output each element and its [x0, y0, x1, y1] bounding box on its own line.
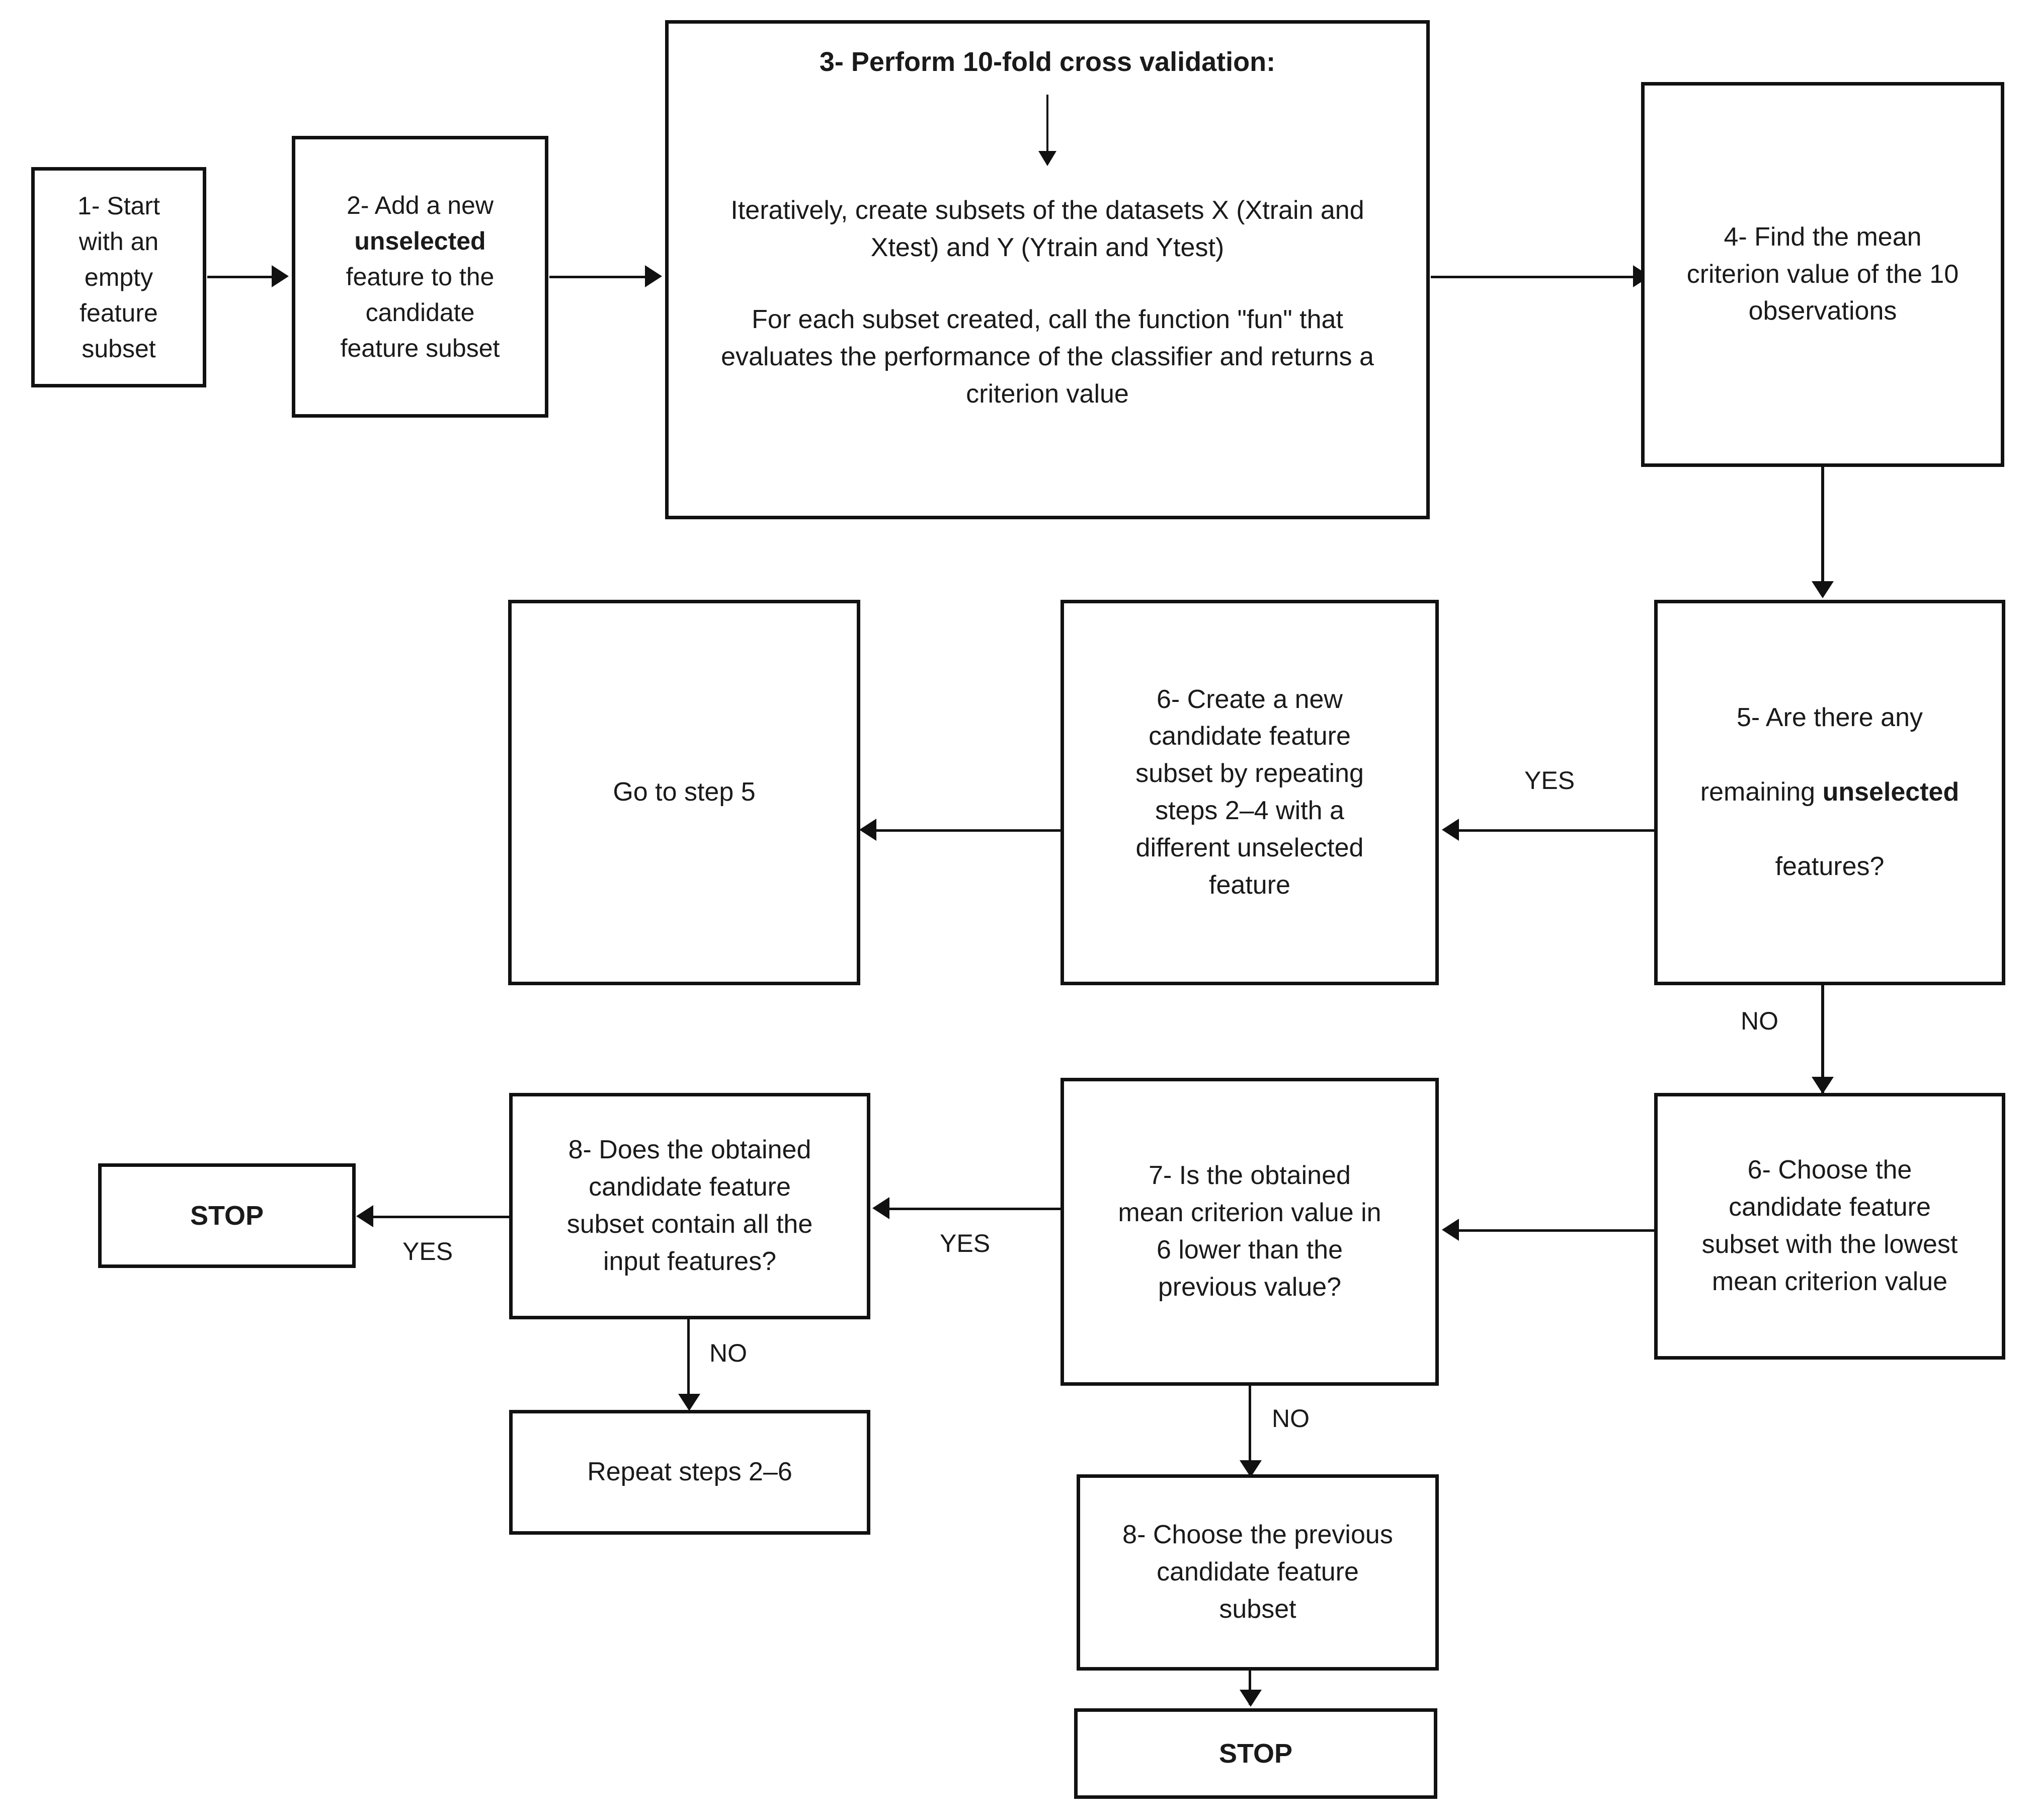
node-goto-step-5-label: Go to step 5	[613, 777, 756, 807]
node-step-5-line1: 5- Are there any	[1737, 703, 1923, 733]
node-step-2-line2: unselected	[354, 226, 486, 255]
node-step-5-line2-wrap: remaining unselected	[1700, 737, 1959, 811]
node-repeat-steps-label: Repeat steps 2–6	[587, 1457, 792, 1487]
node-step-7-compare-value[interactable]: 7- Is the obtained mean criterion value …	[1061, 1078, 1439, 1386]
connector-2-to-3	[549, 276, 645, 278]
edge-label-no-8-to-repeat: NO	[709, 1339, 747, 1367]
edge-label-no-5-to-6choose: NO	[1741, 1007, 1778, 1035]
arrowhead-5-to-6create	[1442, 819, 1459, 841]
node-step-8-choose-previous[interactable]: 8- Choose the previous candidate feature…	[1077, 1474, 1439, 1671]
connector-7-to-8choose	[1249, 1386, 1251, 1474]
node-repeat-steps[interactable]: Repeat steps 2–6	[509, 1410, 870, 1535]
connector-6choose-to-7	[1459, 1229, 1656, 1232]
connector-8-to-stop	[373, 1216, 511, 1218]
arrowhead-8choose-to-stop-bottom	[1240, 1690, 1262, 1707]
arrowhead-6create-to-goto5	[859, 819, 876, 841]
node-step-3-cross-validation[interactable]: 3- Perform 10-fold cross validation: Ite…	[665, 20, 1430, 519]
node-step-2-line3: feature to the candidate feature subset	[340, 262, 500, 362]
connector-3-to-4	[1431, 276, 1637, 278]
node-step-2-line1: 2- Add a new	[347, 191, 494, 219]
node-step-3-header: 3- Perform 10-fold cross validation:	[819, 47, 1276, 77]
node-stop-bottom[interactable]: STOP	[1074, 1708, 1437, 1799]
connector-6create-to-goto5	[876, 829, 1063, 832]
connector-8-to-repeat	[687, 1319, 690, 1408]
connector-8choose-to-stop-bottom	[1249, 1671, 1251, 1705]
connector-5-to-6choose	[1821, 985, 1824, 1093]
connector-5-to-6create	[1459, 829, 1656, 832]
node-stop-left-label: STOP	[190, 1200, 264, 1231]
node-step-3-paragraph-2: For each subset created, call the functi…	[721, 305, 1374, 409]
arrowhead-7-to-8question	[872, 1197, 889, 1219]
inner-down-arrow-icon	[698, 94, 1397, 170]
arrowhead-8-to-stop	[356, 1205, 373, 1227]
edge-label-yes-8-to-stop: YES	[402, 1237, 453, 1265]
node-step-4-mean-criterion[interactable]: 4- Find the mean criterion value of the …	[1641, 82, 2004, 467]
arrowhead-6choose-to-7	[1442, 1219, 1459, 1241]
node-step-6-choose-label: 6- Choose the candidate feature subset w…	[1701, 1155, 1958, 1296]
node-step-4-label: 4- Find the mean criterion value of the …	[1686, 222, 1959, 326]
node-step-2-add-feature[interactable]: 2- Add a new unselected feature to the c…	[292, 136, 548, 418]
connector-4-to-5	[1821, 467, 1824, 583]
arrowhead-5-to-6choose	[1812, 1077, 1834, 1094]
node-step-5-line4: features?	[1775, 851, 1885, 881]
arrowhead-8-to-repeat	[678, 1394, 700, 1411]
arrowhead-1-to-2	[272, 265, 289, 287]
node-step-6-create-label: 6- Create a new candidate feature subset…	[1135, 684, 1364, 900]
edge-label-no-7-to-8choose: NO	[1272, 1404, 1310, 1433]
node-step-3-paragraph-1: Iteratively, create subsets of the datas…	[730, 195, 1364, 262]
connector-7-to-8question	[889, 1208, 1063, 1210]
node-step-8-question-label: 8- Does the obtained candidate feature s…	[566, 1135, 813, 1276]
node-step-5-line2: remaining	[1700, 777, 1823, 807]
node-stop-bottom-label: STOP	[1218, 1738, 1293, 1769]
node-step-8-contains-all[interactable]: 8- Does the obtained candidate feature s…	[509, 1093, 870, 1319]
node-step-5-line3: unselected	[1822, 777, 1960, 807]
node-step-7-label: 7- Is the obtained mean criterion value …	[1118, 1161, 1381, 1302]
node-step-5-remaining-features[interactable]: 5- Are there any remaining unselected fe…	[1654, 600, 2005, 985]
arrowhead-2-to-3	[645, 265, 662, 287]
connector-1-to-2	[207, 276, 273, 278]
node-step-6-choose-lowest[interactable]: 6- Choose the candidate feature subset w…	[1654, 1093, 2005, 1360]
edge-label-yes-7-to-8: YES	[940, 1229, 991, 1257]
node-step-6-create-subset[interactable]: 6- Create a new candidate feature subset…	[1061, 600, 1439, 985]
node-step-8-choose-label: 8- Choose the previous candidate feature…	[1122, 1520, 1393, 1624]
node-stop-left[interactable]: STOP	[98, 1163, 356, 1268]
edge-label-yes-5-to-6: YES	[1524, 766, 1575, 795]
node-step-1-label: 1- Start with an empty feature subset	[77, 191, 160, 363]
node-goto-step-5[interactable]: Go to step 5	[508, 600, 860, 985]
arrowhead-4-to-5	[1812, 581, 1834, 598]
node-step-1-start[interactable]: 1- Start with an empty feature subset	[31, 167, 206, 387]
